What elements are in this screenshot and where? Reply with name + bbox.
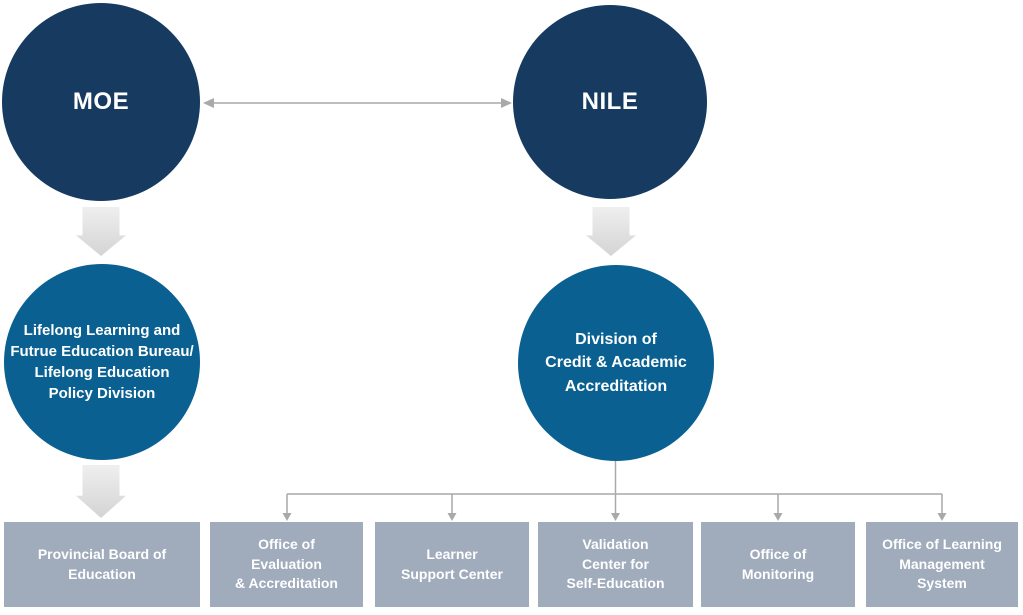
arrowhead-down-icon xyxy=(611,513,620,521)
node-nile-label: NILE xyxy=(581,88,639,115)
node-division-credit-accreditation-label: Division of Credit & Academic Accreditat… xyxy=(545,331,687,395)
box-office-of-learning-management-system: Office of Learning Management System xyxy=(866,522,1018,607)
box-label: Office of Monitoring xyxy=(741,545,815,582)
arrowhead-down-icon xyxy=(447,513,457,521)
box-learner-support-center: Learner Support Center xyxy=(375,522,529,607)
node-moe-label: MOE xyxy=(72,88,130,115)
down-chevron-icon-moe xyxy=(76,207,126,256)
box-office-of-monitoring: Office of Monitoring xyxy=(701,522,855,607)
node-division-credit-accreditation: Division of Credit & Academic Accreditat… xyxy=(518,265,714,461)
arrowhead-right-icon xyxy=(501,98,512,108)
down-chevron-icon-nile xyxy=(586,207,636,256)
node-nile: NILE xyxy=(513,5,707,199)
box-label: Office of Learning Management System xyxy=(882,535,1002,592)
box-provincial-board-of-education: Provincial Board of Education xyxy=(4,522,200,607)
box-label: Validation Center for Self-Education xyxy=(566,535,665,592)
arrowhead-down-icon xyxy=(937,513,947,521)
box-label: Learner Support Center xyxy=(401,545,503,582)
node-moe: MOE xyxy=(2,3,200,201)
box-validation-center-self-education: Validation Center for Self-Education xyxy=(538,522,693,607)
arrowhead-down-icon xyxy=(773,513,783,521)
node-lifelong-learning-bureau-label: Lifelong Learning and Futrue Education B… xyxy=(10,322,194,402)
box-office-of-evaluation-accreditation: Office of Evaluation & Accreditation xyxy=(210,522,363,607)
node-lifelong-learning-bureau: Lifelong Learning and Futrue Education B… xyxy=(4,264,200,460)
box-label: Provincial Board of Education xyxy=(37,545,167,582)
down-chevron-icon-bureau xyxy=(76,465,126,518)
box-label: Office of Evaluation & Accreditation xyxy=(235,535,338,592)
arrowhead-down-icon xyxy=(282,513,292,521)
arrowhead-left-icon xyxy=(203,98,214,108)
